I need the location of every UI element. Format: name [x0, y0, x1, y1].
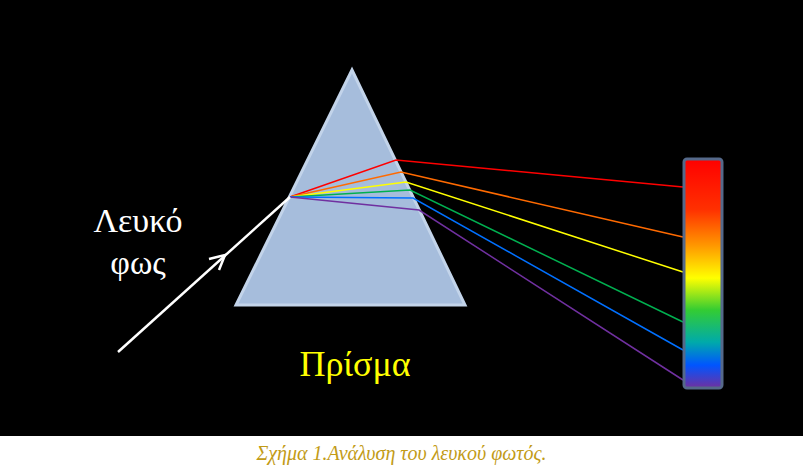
light-label: Λευκό φως	[76, 200, 200, 284]
prism-shape	[236, 70, 465, 305]
ray-arrowhead	[209, 255, 225, 270]
black-ground	[0, 0, 803, 436]
spectrum-bar	[684, 159, 722, 388]
prism-label: Πρίσμα	[255, 342, 455, 386]
figure-caption: Σχήμα 1.Ανάλυση του λευκού φωτός.	[0, 440, 803, 466]
